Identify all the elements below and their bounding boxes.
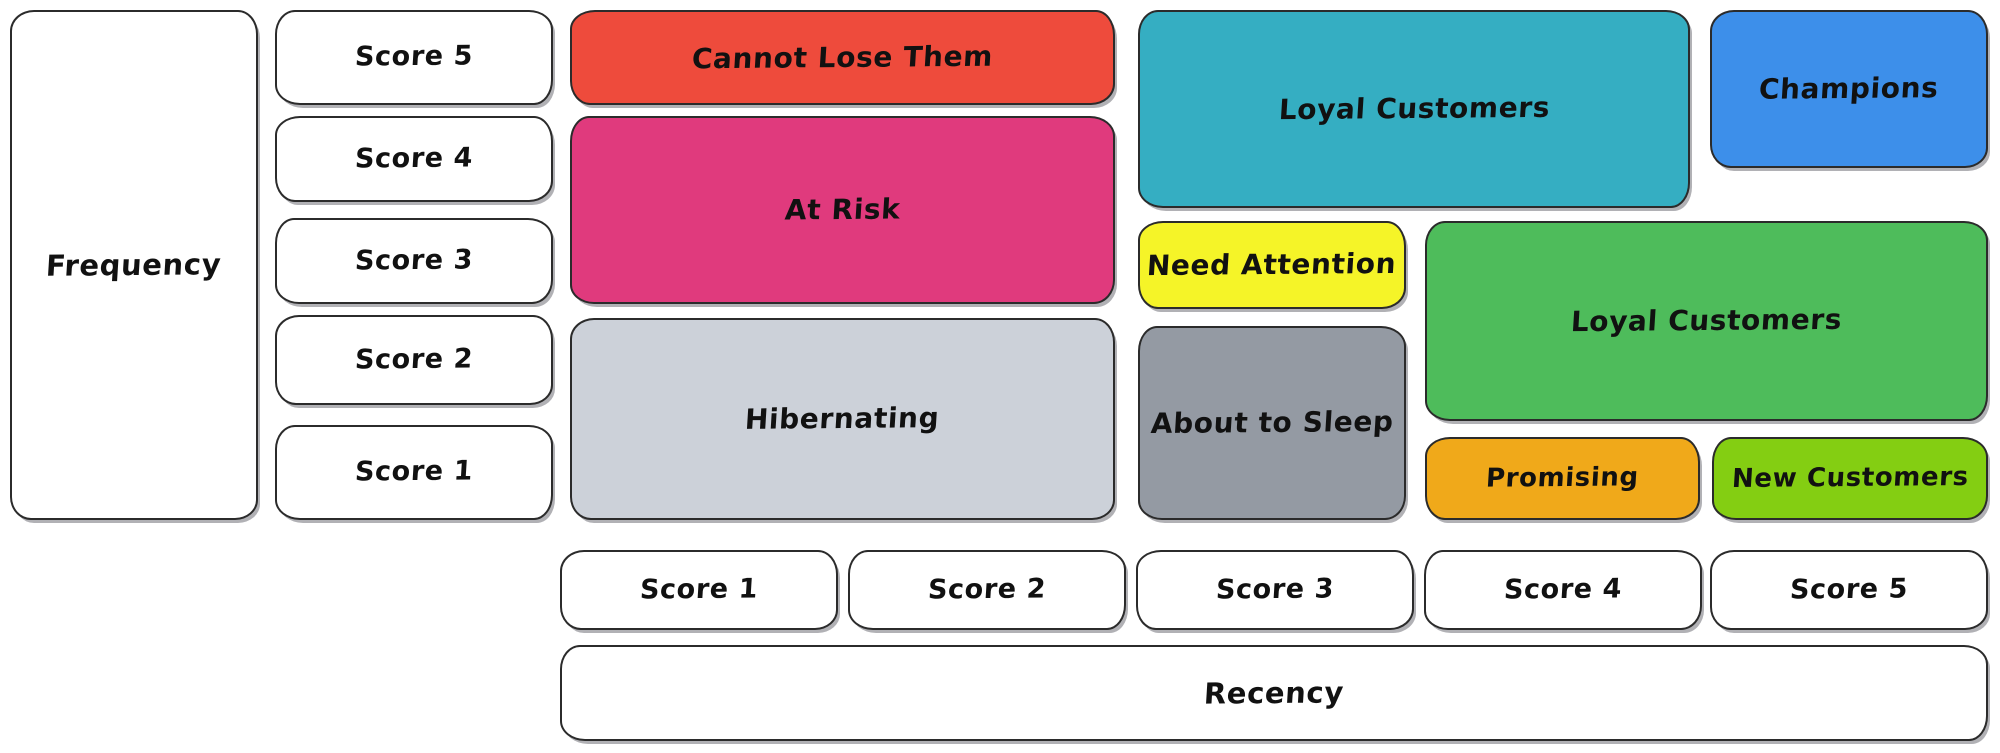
- recency-score-2[interactable]: Score 2: [848, 550, 1126, 630]
- segment-need-attention[interactable]: Need Attention: [1138, 221, 1406, 309]
- segment-loyal-customers-teal[interactable]: Loyal Customers: [1138, 10, 1690, 208]
- frequency-score-4[interactable]: Score 4: [275, 116, 553, 202]
- segment-champions[interactable]: Champions: [1710, 10, 1988, 168]
- segment-promising[interactable]: Promising: [1425, 437, 1700, 520]
- segment-about-to-sleep[interactable]: About to Sleep: [1138, 326, 1406, 520]
- frequency-score-1[interactable]: Score 1: [275, 425, 553, 520]
- recency-score-1[interactable]: Score 1: [560, 550, 838, 630]
- segment-cannot-lose-them[interactable]: Cannot Lose Them: [570, 10, 1115, 105]
- segment-loyal-customers-green[interactable]: Loyal Customers: [1425, 221, 1988, 421]
- recency-axis-label: Recency: [1203, 675, 1345, 711]
- segment-at-risk[interactable]: At Risk: [570, 116, 1115, 304]
- recency-axis-label-box: Recency: [560, 645, 1988, 741]
- recency-score-3[interactable]: Score 3: [1136, 550, 1414, 630]
- frequency-score-5[interactable]: Score 5: [275, 10, 553, 105]
- segment-new-customers[interactable]: New Customers: [1712, 437, 1988, 520]
- recency-score-4[interactable]: Score 4: [1424, 550, 1702, 630]
- recency-score-5[interactable]: Score 5: [1710, 550, 1988, 630]
- frequency-score-2[interactable]: Score 2: [275, 315, 553, 405]
- frequency-axis-label-box: Frequency: [10, 10, 258, 520]
- frequency-score-3[interactable]: Score 3: [275, 218, 553, 304]
- segment-hibernating[interactable]: Hibernating: [570, 318, 1115, 520]
- frequency-axis-label: Frequency: [45, 247, 223, 283]
